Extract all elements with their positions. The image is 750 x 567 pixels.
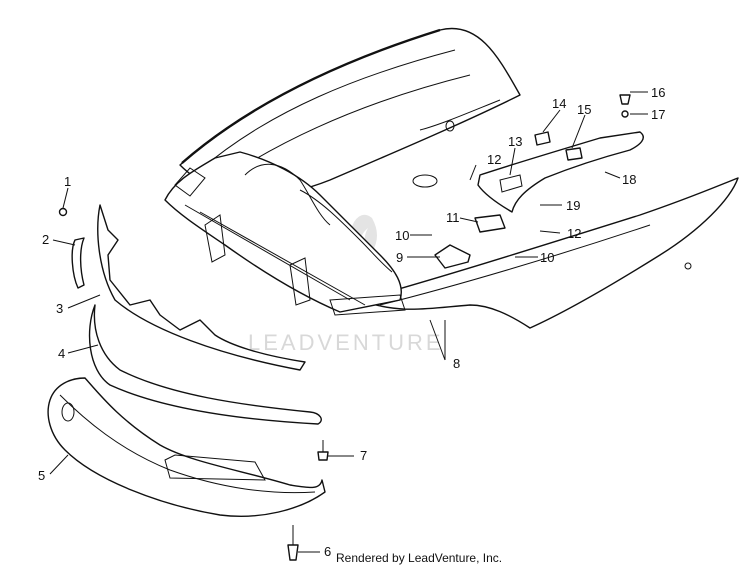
callout-12b: 12 (567, 226, 581, 241)
part-15 (565, 147, 583, 161)
callout-7: 7 (360, 448, 367, 463)
callout-2: 2 (42, 232, 49, 247)
callout-13: 13 (508, 134, 522, 149)
callouts: 1 2 3 4 5 6 7 8 9 10 10 11 12 12 13 14 1… (38, 85, 665, 559)
part-3 (97, 204, 306, 371)
part-5 (47, 377, 326, 517)
part-2 (71, 237, 85, 289)
part-6 (287, 544, 299, 561)
part-17 (621, 110, 629, 118)
part-13 (499, 174, 523, 193)
part-14 (534, 131, 551, 146)
callout-6: 6 (324, 544, 331, 559)
part-18 (477, 131, 644, 213)
body-panel (359, 177, 739, 329)
callout-10a: 10 (395, 228, 409, 243)
callout-10b: 10 (540, 250, 554, 265)
watermark-text: LEADVENTURE (248, 330, 444, 355)
part-11 (474, 214, 506, 233)
callout-18: 18 (622, 172, 636, 187)
callout-16: 16 (651, 85, 665, 100)
callout-19: 19 (566, 198, 580, 213)
callout-17: 17 (651, 107, 665, 122)
callout-12a: 12 (487, 152, 501, 167)
part-7 (317, 451, 329, 461)
callout-9: 9 (396, 250, 403, 265)
callout-14: 14 (552, 96, 566, 111)
frame (164, 151, 438, 316)
callout-1: 1 (64, 174, 71, 189)
callout-5: 5 (38, 468, 45, 483)
callout-4: 4 (58, 346, 65, 361)
credit-text: Rendered by LeadVenture, Inc. (336, 551, 502, 565)
callout-11: 11 (446, 210, 460, 225)
callout-8: 8 (453, 356, 460, 371)
part-9 (434, 244, 471, 269)
part-16 (619, 94, 631, 105)
part-1 (58, 207, 68, 217)
leader-lines (49, 91, 648, 553)
callout-15: 15 (577, 102, 591, 117)
callout-3: 3 (56, 301, 63, 316)
part-4 (88, 304, 322, 425)
